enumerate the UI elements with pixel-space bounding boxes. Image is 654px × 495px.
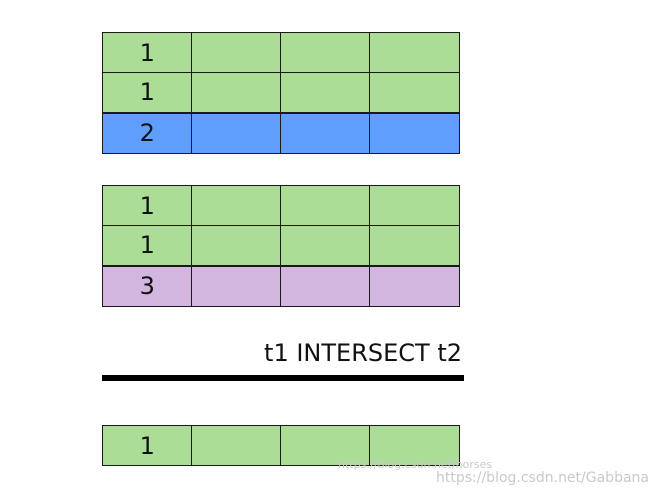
empty-cell bbox=[369, 112, 460, 154]
table-t2: 1 1 3 bbox=[102, 185, 464, 308]
table-row: 1 bbox=[102, 224, 464, 267]
table-row: 1 bbox=[102, 185, 464, 226]
empty-cell bbox=[369, 224, 460, 266]
empty-cell bbox=[280, 112, 371, 154]
key-cell: 1 bbox=[102, 71, 193, 113]
empty-cell bbox=[191, 425, 282, 466]
operation-caption: t1 INTERSECT t2 bbox=[264, 339, 462, 367]
result-divider bbox=[102, 375, 464, 381]
empty-cell bbox=[369, 32, 460, 73]
empty-cell bbox=[280, 32, 371, 73]
empty-cell bbox=[191, 112, 282, 154]
key-cell: 1 bbox=[102, 32, 193, 73]
empty-cell bbox=[280, 224, 371, 266]
table-row: 1 bbox=[102, 71, 464, 114]
empty-cell bbox=[369, 265, 460, 307]
table-row: 1 bbox=[102, 32, 464, 73]
empty-cell bbox=[191, 224, 282, 266]
empty-cell bbox=[369, 71, 460, 113]
key-cell: 1 bbox=[102, 425, 193, 466]
empty-cell bbox=[191, 71, 282, 113]
table-row: 2 bbox=[102, 112, 464, 155]
watermark-faint: https://blog.csdn.net/horses bbox=[338, 458, 493, 471]
empty-cell bbox=[280, 265, 371, 307]
empty-cell bbox=[280, 71, 371, 113]
table-result: 1 bbox=[102, 425, 464, 466]
key-cell: 1 bbox=[102, 185, 193, 226]
empty-cell bbox=[191, 32, 282, 73]
key-cell: 3 bbox=[102, 265, 193, 307]
empty-cell bbox=[369, 185, 460, 226]
key-cell: 2 bbox=[102, 112, 193, 154]
table-row: 3 bbox=[102, 265, 464, 308]
empty-cell bbox=[369, 425, 460, 466]
table-t1: 1 1 2 bbox=[102, 32, 464, 155]
empty-cell bbox=[280, 185, 371, 226]
empty-cell bbox=[191, 185, 282, 226]
empty-cell bbox=[191, 265, 282, 307]
table-row: 1 bbox=[102, 425, 464, 466]
watermark: https://blog.csdn.net/Gabbana bbox=[436, 470, 649, 486]
key-cell: 1 bbox=[102, 224, 193, 266]
